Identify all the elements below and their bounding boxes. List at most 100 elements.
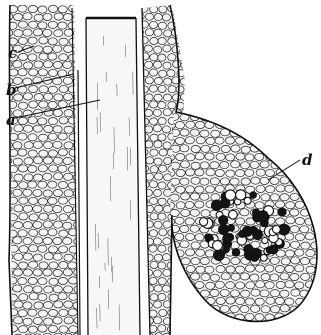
- stained-cell: [225, 190, 235, 200]
- tissue-cell: [305, 329, 314, 335]
- tissue-cell: [205, 105, 214, 112]
- tissue-cell: [185, 330, 194, 335]
- tissue-cell: [256, 330, 265, 335]
- label-a-text: a: [6, 111, 16, 129]
- stained-cell: [273, 226, 281, 234]
- tissue-cell: [250, 130, 259, 137]
- tissue-cell: [286, 122, 295, 129]
- tissue-cell: [255, 122, 264, 129]
- tissue-cell: [186, 293, 194, 300]
- tissue-cell: [191, 322, 200, 329]
- tissue-cell: [275, 153, 284, 160]
- tissue-cell: [171, 285, 179, 292]
- tissue-cell: [195, 329, 204, 335]
- tissue-cell: [315, 105, 321, 112]
- tissue-cell: [300, 178, 309, 185]
- stained-cell: [212, 200, 222, 210]
- tissue-cell: [305, 106, 314, 113]
- tissue-cell: [181, 290, 190, 297]
- tissue-cell: [172, 318, 180, 325]
- tissue-cell: [79, 277, 88, 284]
- tissue-cell: [296, 170, 305, 177]
- tissue-cell: [316, 201, 321, 208]
- tissue-cell: [185, 106, 194, 113]
- tissue-cell: [140, 277, 148, 284]
- tissue-cell: [215, 329, 224, 335]
- tissue-cell: [190, 29, 198, 36]
- tissue-cell: [185, 85, 193, 92]
- tissue-cell: [185, 53, 193, 60]
- label-d-text: d: [302, 151, 313, 169]
- tissue-cell: [316, 233, 321, 240]
- tissue-cell: [186, 21, 194, 28]
- tissue-cell: [315, 154, 321, 161]
- tissue-cell: [305, 186, 314, 193]
- tissue-cell: [186, 314, 195, 321]
- stained-cell: [223, 234, 232, 243]
- stained-cell: [229, 210, 238, 219]
- stained-cell: [223, 246, 229, 252]
- tissue-cell: [170, 305, 179, 312]
- tissue-cell: [290, 161, 299, 168]
- stained-cell: [258, 211, 268, 221]
- tissue-cell: [175, 282, 184, 289]
- tissue-cell: [246, 330, 255, 335]
- stained-cell: [200, 218, 208, 226]
- tissue-cell: [186, 5, 194, 12]
- tissue-cell: [201, 305, 210, 312]
- tissue-cell: [240, 322, 249, 329]
- tissue-cell: [190, 318, 198, 325]
- tissue-cell: [170, 290, 179, 297]
- tissue-cell: [190, 13, 198, 20]
- tissue-cell: [281, 130, 290, 137]
- tissue-cell: [301, 129, 310, 136]
- tissue-cell: [310, 289, 319, 296]
- tissue-cell: [305, 170, 314, 177]
- tissue-cell: [241, 113, 250, 120]
- stained-cell: [232, 249, 239, 256]
- tissue-cell: [191, 78, 199, 85]
- tissue-cell: [211, 321, 220, 328]
- tissue-cell: [171, 321, 180, 328]
- tissue-cell: [74, 13, 83, 20]
- tissue-cell: [140, 246, 148, 253]
- tissue-cell: [310, 177, 319, 184]
- tissue-cell: [210, 113, 219, 120]
- tissue-cell: [225, 121, 234, 128]
- stained-cell: [253, 230, 263, 240]
- tissue-cell: [291, 113, 300, 120]
- tissue-cell: [78, 149, 87, 156]
- tissue-cell: [316, 282, 321, 289]
- tissue-cell: [225, 105, 234, 112]
- tissue-cell: [171, 301, 179, 308]
- tissue-cell: [255, 137, 264, 144]
- tissue-cell: [220, 113, 229, 120]
- tissue-cell: [305, 138, 314, 145]
- tissue-cell: [265, 330, 274, 335]
- tissue-cell: [296, 313, 305, 320]
- tissue-cell: [271, 321, 280, 328]
- tissue-cell: [276, 137, 285, 144]
- tissue-cell: [275, 105, 284, 112]
- tissue-cell: [176, 22, 184, 29]
- tissue-cell: [180, 321, 189, 328]
- label-c-text: c: [8, 44, 17, 62]
- tissue-cell: [235, 121, 244, 128]
- tissue-cell: [78, 5, 87, 12]
- tissue-cell: [296, 121, 305, 128]
- tissue-cell: [221, 322, 230, 329]
- tissue-cell: [195, 313, 204, 320]
- tissue-cell: [270, 130, 279, 137]
- stained-cell: [266, 247, 273, 254]
- tissue-cell: [235, 329, 244, 335]
- tissue-cell: [181, 306, 190, 313]
- tissue-cell: [3, 238, 12, 245]
- tissue-cell: [315, 297, 321, 304]
- stained-cell: [250, 192, 256, 198]
- tissue-cell: [73, 29, 82, 36]
- tissue-cell: [205, 330, 214, 335]
- tissue-cell: [300, 306, 309, 313]
- central-core: [86, 18, 140, 335]
- tissue-cell: [78, 326, 87, 333]
